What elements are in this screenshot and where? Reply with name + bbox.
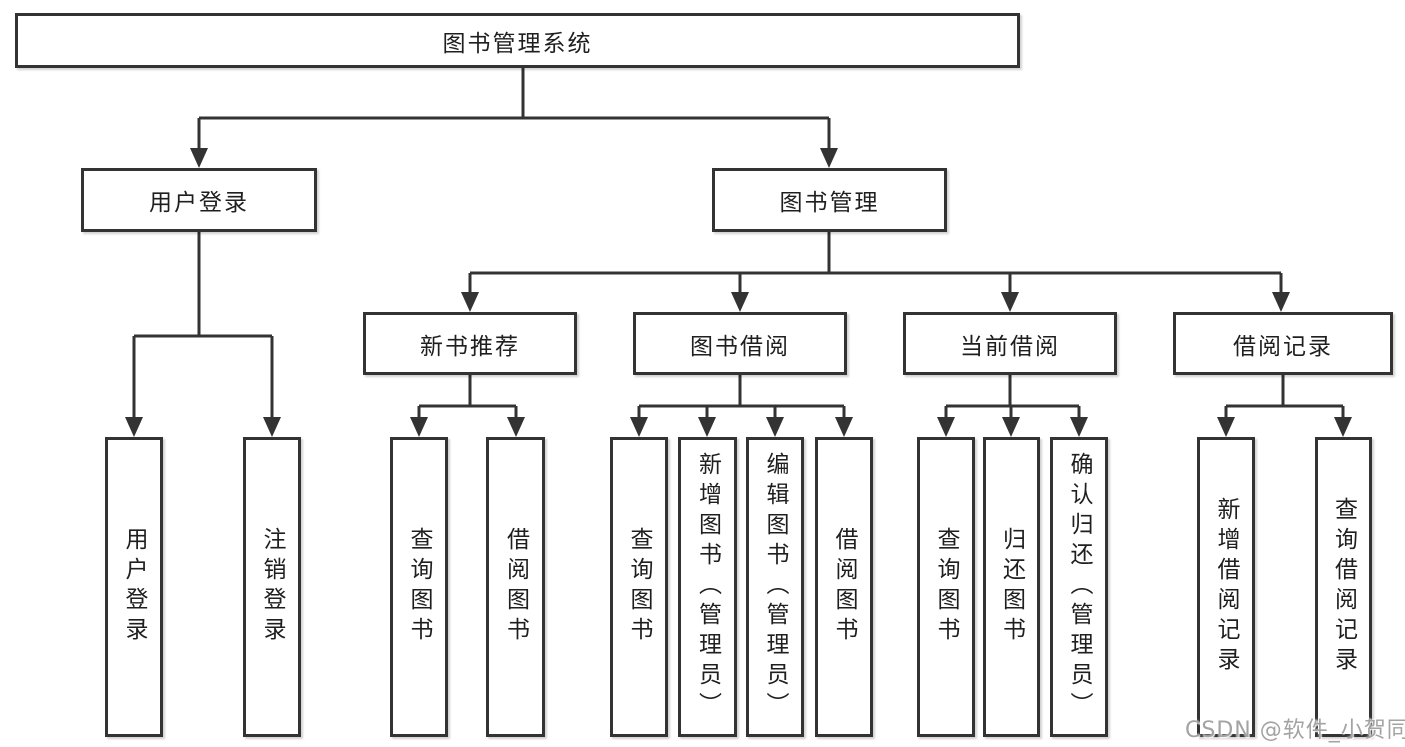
leaf-borrow-book: 借阅图书 [815, 437, 873, 737]
node-label: 用户登录 [149, 190, 249, 216]
leaf-add-borrow-record: 新增借阅记录 [1197, 437, 1255, 737]
leaf-edit-book-admin: 编辑图书（管理员） [746, 437, 804, 737]
node-label: 借阅记录 [1233, 333, 1333, 360]
node-book-borrowing: 图书借阅 [633, 312, 847, 375]
leaf-confirm-return-admin: 确认归还（管理员） [1050, 437, 1108, 737]
node-label: 查询图书 [406, 527, 432, 647]
csdn-watermark: CSDN @软件_小贺同学 [1185, 718, 1405, 743]
node-label: 用户登录 [121, 527, 147, 647]
leaf-borrow-book-recommend: 借阅图书 [486, 437, 545, 737]
node-label: 查询借阅记录 [1330, 497, 1357, 677]
leaf-user-login: 用户登录 [105, 437, 163, 737]
node-label: 查询图书 [933, 527, 959, 647]
leaf-logout: 注销登录 [243, 437, 301, 737]
leaf-query-book-borrow: 查询图书 [610, 437, 668, 737]
node-label: 确认归还（管理员） [1066, 452, 1092, 722]
node-book-management: 图书管理 [712, 168, 947, 232]
leaf-query-book-current: 查询图书 [917, 437, 975, 737]
node-label: 新书推荐 [420, 333, 520, 360]
leaf-add-book-admin: 新增图书（管理员） [678, 437, 737, 737]
node-label: 借阅图书 [831, 527, 857, 647]
node-label: 查询图书 [626, 527, 652, 647]
leaf-query-borrow-record: 查询借阅记录 [1315, 437, 1372, 737]
node-current-borrowing: 当前借阅 [903, 312, 1117, 375]
node-borrowing-records: 借阅记录 [1173, 312, 1393, 375]
node-user-login: 用户登录 [81, 168, 317, 232]
leaf-query-book-recommend: 查询图书 [390, 437, 448, 737]
node-label: 图书管理 [779, 190, 880, 216]
leaf-return-book: 归还图书 [983, 437, 1040, 737]
node-label: 新增借阅记录 [1213, 497, 1239, 677]
node-new-book-recommendation: 新书推荐 [363, 312, 577, 375]
node-label: 当前借阅 [960, 333, 1060, 360]
node-label: 新增图书（管理员） [694, 452, 721, 722]
node-label: 图书借阅 [690, 333, 790, 360]
node-label: 编辑图书（管理员） [762, 452, 788, 722]
node-label: 注销登录 [259, 527, 285, 647]
node-label: 借阅图书 [502, 527, 529, 647]
node-library-management-system: 图书管理系统 [15, 13, 1020, 68]
node-label: 图书管理系统 [442, 30, 593, 57]
node-label: 归还图书 [998, 527, 1025, 647]
